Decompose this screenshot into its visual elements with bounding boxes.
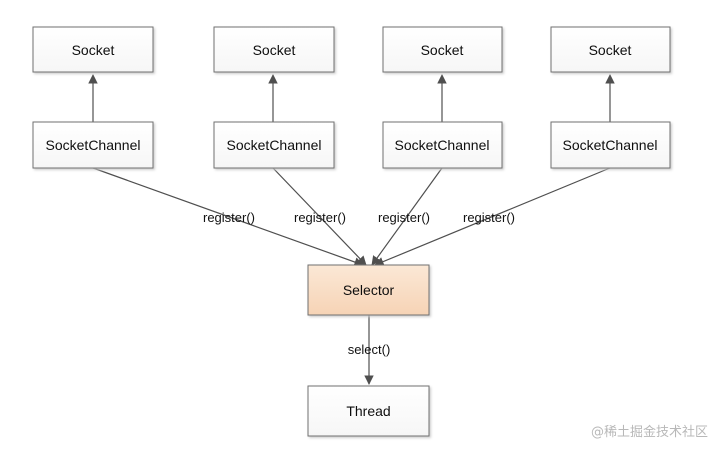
register-line-4 <box>374 167 611 267</box>
register-line-2 <box>272 167 367 266</box>
selector-box: Selector <box>307 264 430 316</box>
register-label-2: register() <box>294 210 346 225</box>
socket-label-2: Socket <box>253 42 296 58</box>
socket-box-3: Socket <box>382 26 503 73</box>
socket-label-4: Socket <box>589 42 632 58</box>
select-label: select() <box>348 342 391 357</box>
register-labels: register() register() register() registe… <box>203 210 515 225</box>
channel-socket-connectors <box>88 74 615 122</box>
selector-label: Selector <box>343 282 395 298</box>
socket-box-4: Socket <box>550 26 671 73</box>
channel-label-4: SocketChannel <box>563 137 658 153</box>
channel-box-4: SocketChannel <box>550 121 671 169</box>
register-line-3 <box>371 167 443 266</box>
channel-boxes: SocketChannel SocketChannel SocketChanne… <box>32 121 671 169</box>
register-line-1 <box>92 167 364 267</box>
thread-box: Thread <box>307 385 430 437</box>
socket-label-1: Socket <box>72 42 115 58</box>
thread-label: Thread <box>346 403 390 419</box>
socket-box-1: Socket <box>32 26 154 73</box>
register-label-1: register() <box>203 210 255 225</box>
channel-box-1: SocketChannel <box>32 121 154 169</box>
channel-box-2: SocketChannel <box>213 121 335 169</box>
channel-label-3: SocketChannel <box>395 137 490 153</box>
channel-label-1: SocketChannel <box>46 137 141 153</box>
socket-boxes: Socket Socket Socket Socket <box>32 26 671 73</box>
socket-box-2: Socket <box>213 26 335 73</box>
register-label-3: register() <box>378 210 430 225</box>
register-label-4: register() <box>463 210 515 225</box>
watermark-text: @稀土掘金技术社区 <box>591 424 708 440</box>
register-connectors <box>92 167 611 267</box>
channel-label-2: SocketChannel <box>227 137 322 153</box>
socket-label-3: Socket <box>421 42 464 58</box>
channel-box-3: SocketChannel <box>382 121 503 169</box>
